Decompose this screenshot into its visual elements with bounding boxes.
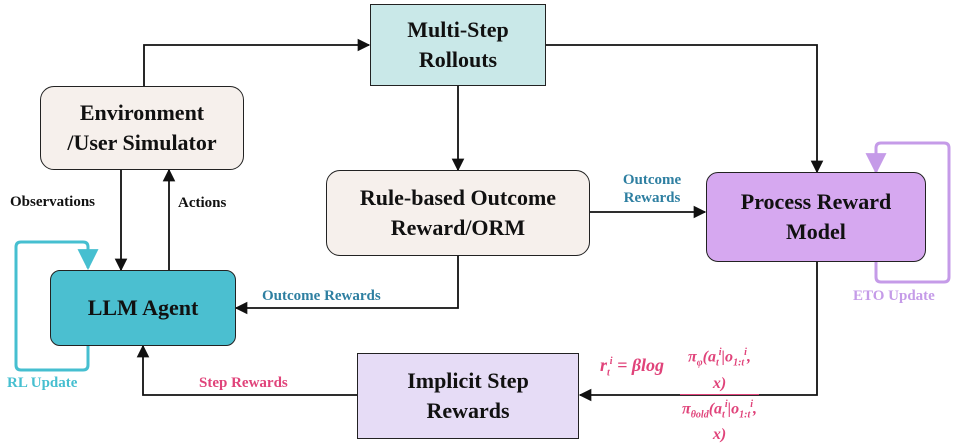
arrow-implicit-to-agent [136, 344, 357, 396]
process-reward-model-node: Process Reward Model [706, 172, 926, 262]
outcome-rewards-to-agent-label: Outcome Rewards [262, 288, 381, 304]
rule-based-outcome-node: Rule-based Outcome Reward/ORM [326, 170, 590, 256]
observations-label: Observations [10, 194, 96, 210]
arrow-env-to-rollouts [143, 38, 371, 86]
environment-node: Environment /User Simulator [40, 86, 244, 170]
formula-fraction: πφ(ati|o1:ti, x) πθold(ati|o1:ti, x) [680, 343, 760, 445]
formula-numerator: πφ(ati|o1:ti, x) [680, 343, 760, 395]
formula-denominator: πθold(ati|o1:ti, x) [682, 398, 758, 444]
formula-lhs: rti = βlog [600, 355, 665, 379]
eto-update-loop [865, 141, 951, 284]
rl-update-label: RL Update [7, 375, 78, 391]
rl-update-loop [14, 240, 99, 372]
arrow-rollouts-to-prm [546, 44, 824, 174]
eto-update-label: ETO Update [853, 288, 935, 304]
llm-agent-node: LLM Agent [50, 270, 236, 346]
multi-step-rollouts-node: Multi-Step Rollouts [370, 4, 546, 86]
step-rewards-label: Step Rewards [199, 375, 288, 391]
outcome-rewards-to-prm-label: Outcome Rewards [622, 172, 682, 206]
actions-label: Actions [178, 195, 227, 211]
arrow-prm-to-implicit [578, 260, 818, 402]
implicit-step-rewards-node: Implicit Step Rewards [357, 353, 579, 439]
arrow-rule-to-agent [234, 256, 459, 315]
